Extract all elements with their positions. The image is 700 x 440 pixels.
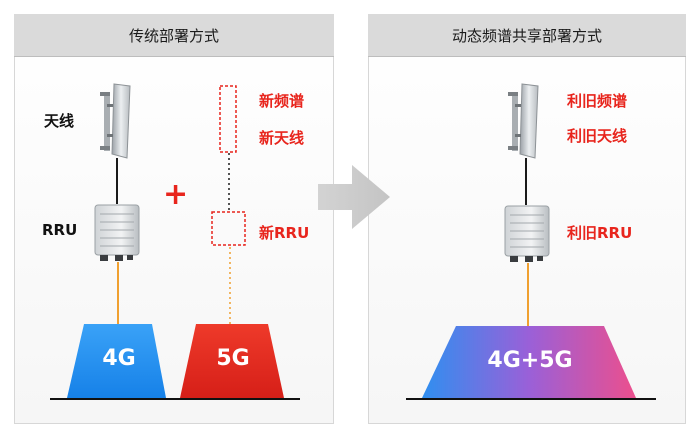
block-4g-5g <box>422 326 636 398</box>
traditional-panel-title: 传统部署方式 <box>14 14 334 57</box>
traditional-panel: 传统部署方式 <box>14 14 334 424</box>
block-5g <box>180 324 284 398</box>
reuse-rru-label: 利旧RRU <box>567 224 633 242</box>
dss-panel-title: 动态频谱共享部署方式 <box>368 14 686 57</box>
transition-arrow-icon <box>318 165 390 229</box>
antenna-icon <box>100 83 131 159</box>
reuse-rru-icon <box>504 205 550 262</box>
reuse-antenna-icon <box>508 83 539 159</box>
block-4g-label: 4G <box>102 346 136 371</box>
new-antenna-label: 新天线 <box>259 129 305 147</box>
new-rru-placeholder <box>211 211 246 246</box>
plus-sign: + <box>163 177 189 212</box>
reuse-spectrum-label: 利旧频谱 <box>567 92 628 110</box>
block-5g-label: 5G <box>216 346 250 371</box>
block-4g-5g-label: 4G+5G <box>487 348 573 373</box>
new-rru-label: 新RRU <box>259 224 310 242</box>
rru-icon <box>94 204 140 261</box>
block-4g <box>67 324 166 398</box>
reuse-antenna-label: 利旧天线 <box>567 127 628 145</box>
rru-label: RRU <box>42 221 78 239</box>
new-antenna-placeholder <box>219 85 237 153</box>
new-spectrum-label: 新频谱 <box>259 92 305 110</box>
antenna-label: 天线 <box>44 112 75 130</box>
